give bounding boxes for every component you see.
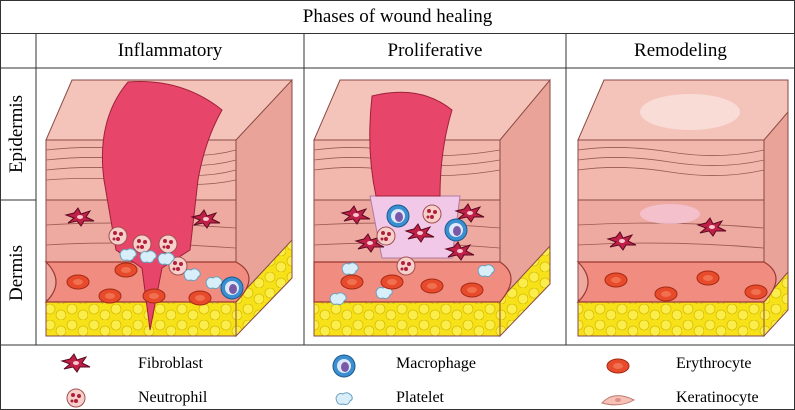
platelet-icon [335, 392, 353, 406]
legend-label-fibroblast: Fibroblast [138, 355, 203, 372]
phase-header-inflammatory: Inflammatory [117, 40, 223, 61]
erythrocyte-icon [606, 358, 630, 374]
legend-label-macrophage: Macrophage [396, 355, 476, 372]
remodeling-panel [576, 79, 789, 338]
legend-label-platelet: Platelet [396, 389, 444, 406]
phase-header-proliferative: Proliferative [387, 40, 483, 61]
legend-label-neutrophil: Neutrophil [138, 389, 208, 406]
fibroblast-icon [61, 353, 91, 373]
legend-label-keratinocyte: Keratinocyte [676, 389, 759, 406]
figure-title: Phases of wound healing [0, 0, 795, 34]
neutrophil-icon [66, 388, 86, 408]
inflammatory-panel [44, 78, 293, 338]
macrophage-icon [332, 354, 356, 378]
proliferative-panel [313, 78, 551, 338]
legend-label-erythrocyte: Erythrocyte [676, 355, 752, 372]
phase-header-remodeling: Remodeling [634, 40, 727, 61]
keratinocyte-icon [601, 395, 635, 406]
